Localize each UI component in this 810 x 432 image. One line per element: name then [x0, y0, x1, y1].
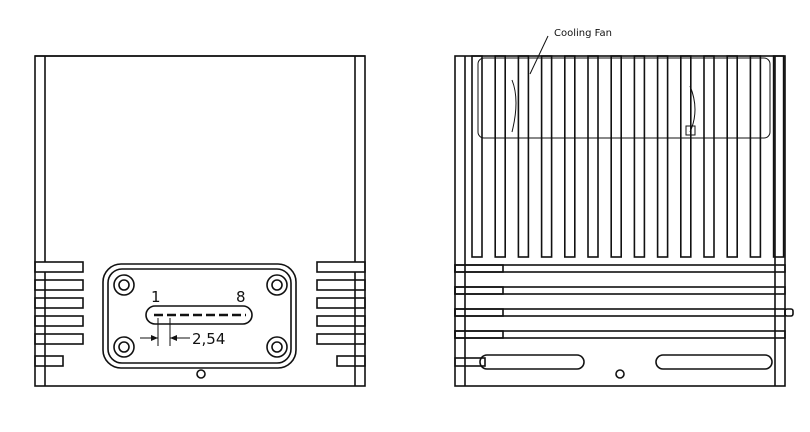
fan-callout-leader [529, 35, 549, 75]
vertical-fin [517, 55, 530, 258]
vertical-fin [563, 55, 576, 258]
left-side-fins [34, 261, 84, 386]
vertical-fin [471, 55, 483, 258]
vertical-fin [610, 55, 623, 258]
screw-bottom-left [113, 336, 135, 358]
vertical-fin [494, 55, 507, 258]
pin-header [145, 305, 253, 325]
fan-callout-label: Cooling Fan [554, 28, 612, 39]
vertical-fins [471, 55, 785, 258]
side-view: Cooling Fan [454, 28, 794, 387]
pin-last-label: 8 [236, 288, 246, 306]
pitch-label: 2,54 [192, 330, 225, 348]
bottom-slot-right [655, 354, 773, 370]
cooling-fan [477, 57, 771, 139]
side-pin [784, 308, 794, 317]
vertical-fin [540, 55, 553, 258]
front-view: 1 8 2,54 [34, 55, 366, 387]
screw-bottom-right [266, 336, 288, 358]
bottom-rib [454, 357, 486, 367]
pin-first-label: 1 [151, 288, 161, 306]
bottom-hole [196, 369, 206, 379]
vertical-fin [703, 55, 715, 258]
vertical-fin [749, 55, 762, 258]
screw-top-right [266, 274, 288, 296]
bottom-slot-left [479, 354, 585, 370]
vertical-fin [772, 55, 785, 258]
vertical-fin [587, 55, 599, 258]
vertical-fin [656, 55, 669, 258]
connector-plate [102, 263, 297, 369]
vertical-fin [726, 55, 739, 258]
vertical-fin [633, 55, 646, 258]
right-side-fins [316, 261, 366, 386]
vertical-fin [679, 55, 692, 258]
horizontal-fins [454, 264, 786, 339]
pitch-dimension [140, 318, 190, 346]
side-bottom-hole [615, 369, 625, 379]
screw-top-left [113, 274, 135, 296]
